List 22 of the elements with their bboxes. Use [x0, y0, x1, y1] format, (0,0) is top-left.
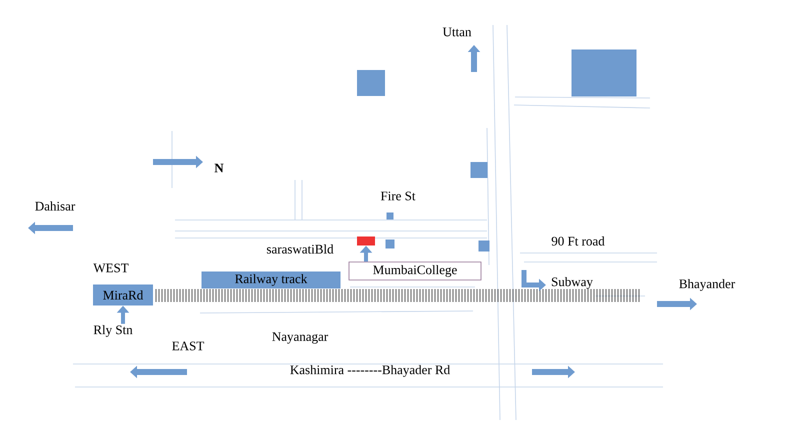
map-label: Subway — [552, 277, 593, 289]
map-label: Fire St — [380, 192, 416, 200]
building-marker — [386, 240, 394, 248]
building-marker — [357, 236, 375, 246]
building-marker — [357, 70, 385, 96]
building-marker — [478, 240, 490, 252]
place-box: MumbaiCollege — [348, 262, 482, 280]
place-label: Rly Stn — [94, 325, 132, 337]
map-label: EAST — [172, 342, 204, 350]
map-label: 90 Ft road — [552, 236, 605, 246]
map-label: Dahisar — [35, 201, 76, 211]
map-label: Bhayander — [679, 279, 736, 291]
map-label: Uttan — [442, 28, 472, 36]
map-label: WEST — [93, 264, 128, 272]
map-label: Nayanagar — [272, 332, 328, 344]
place-box: Railway track — [202, 272, 340, 288]
map-label: saraswatiBld — [266, 244, 334, 254]
building-marker — [572, 50, 636, 96]
map-label: N — [214, 164, 224, 172]
building-marker — [470, 162, 488, 178]
building-marker — [386, 212, 394, 220]
map-label: Kashimira --------Bhayader Rd — [290, 365, 450, 377]
